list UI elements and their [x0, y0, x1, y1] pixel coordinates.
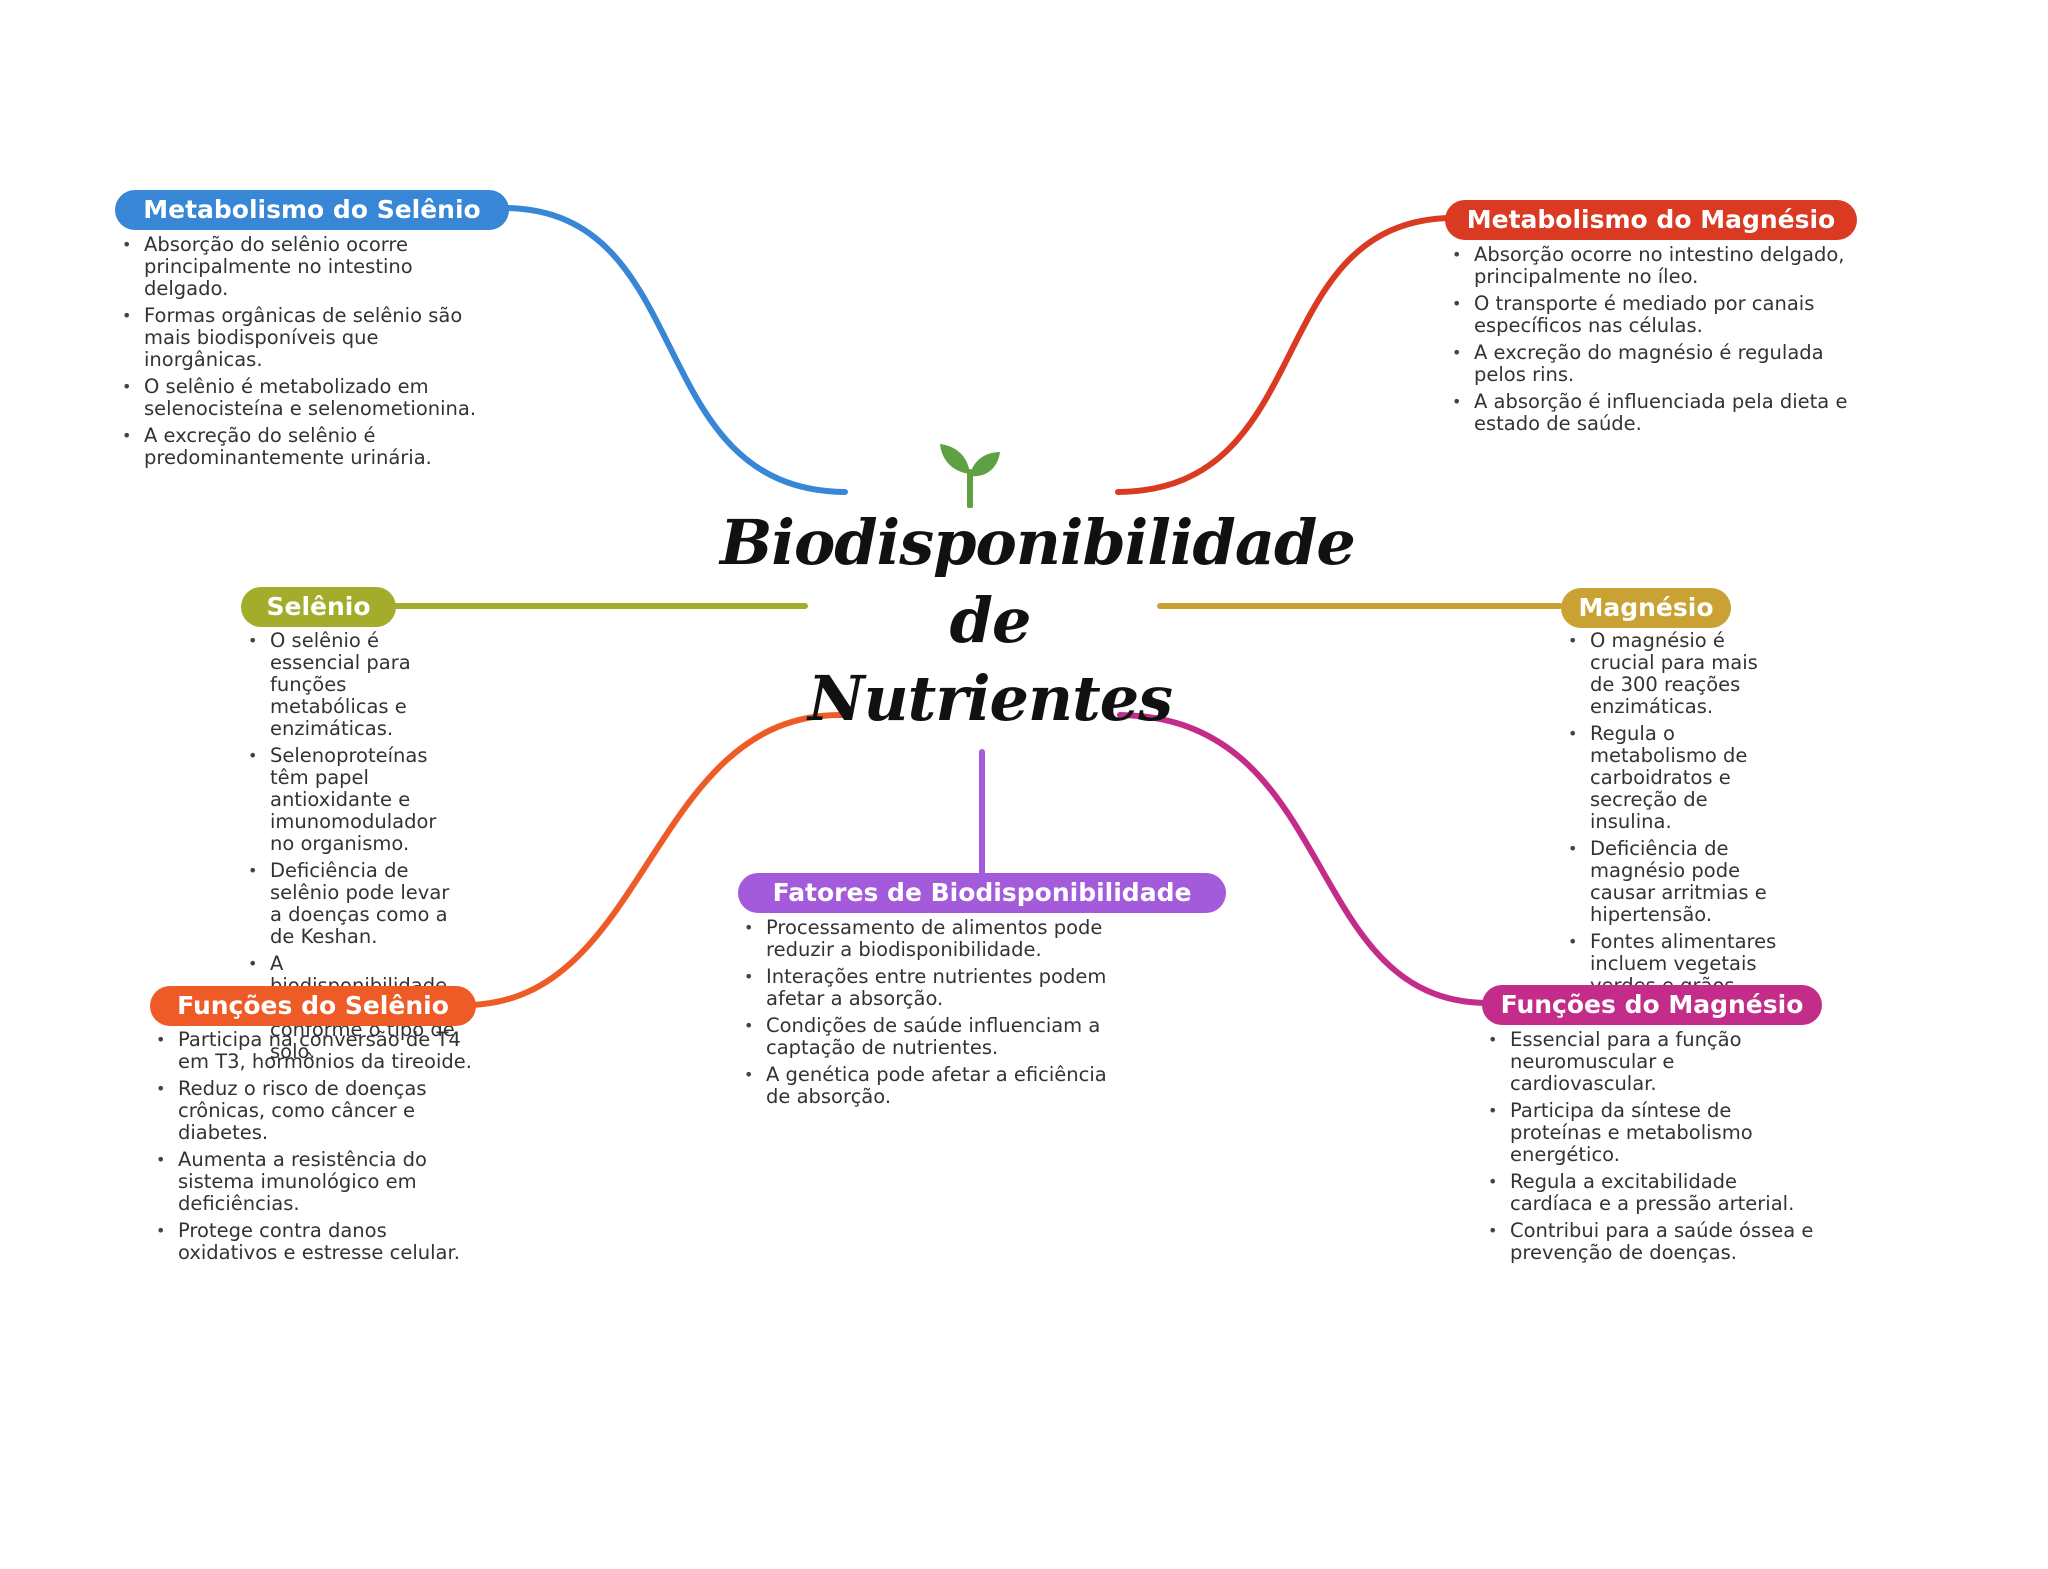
bullet-item: O selênio é metabolizado em selenocisteí… [120, 376, 480, 420]
bullets-fatores: Processamento de alimentos pode reduzir … [742, 917, 1122, 1113]
bullet-item: A excreção do magnésio é regulada pelos … [1450, 342, 1850, 386]
bullets-magnesio: O magnésio é crucial para mais de 300 re… [1566, 630, 1786, 1024]
bullet-item: Interações entre nutrientes podem afetar… [742, 966, 1122, 1010]
bullet-item: O transporte é mediado por canais especí… [1450, 293, 1850, 337]
bullet-item: O magnésio é crucial para mais de 300 re… [1566, 630, 1786, 718]
bullets-funcoes-magnesio: Essencial para a função neuromuscular e … [1486, 1029, 1816, 1269]
node-magnesio[interactable]: Magnésio [1561, 588, 1731, 628]
connector-metabolismo-selenio [502, 205, 848, 495]
bullet-item: Deficiência de selênio pode levar a doen… [246, 860, 466, 948]
bullet-item: Processamento de alimentos pode reduzir … [742, 917, 1122, 961]
bullet-item: Absorção ocorre no intestino delgado, pr… [1450, 244, 1850, 288]
bullet-item: Absorção do selênio ocorre principalment… [120, 234, 480, 300]
bullet-item: Protege contra danos oxidativos e estres… [154, 1220, 474, 1264]
bullet-item: Regula o metabolismo de carboidratos e s… [1566, 723, 1786, 833]
bullet-item: A genética pode afetar a eficiência de a… [742, 1064, 1122, 1108]
bullet-item: Deficiência de magnésio pode causar arri… [1566, 838, 1786, 926]
bullet-item: Condições de saúde influenciam a captaçã… [742, 1015, 1122, 1059]
bullet-item: Reduz o risco de doenças crônicas, como … [154, 1078, 474, 1144]
bullet-item: A excreção do selênio é predominantement… [120, 425, 480, 469]
central-title-line-3: Nutrientes [807, 662, 1173, 735]
sprout-icon [940, 444, 1000, 508]
bullet-item: O selênio é essencial para funções metab… [246, 630, 466, 740]
bullets-metabolismo-selenio: Absorção do selênio ocorre principalment… [120, 234, 480, 474]
bullet-item: Formas orgânicas de selênio são mais bio… [120, 305, 480, 371]
connector-metabolismo-magnesio [1115, 215, 1451, 495]
node-selenio[interactable]: Selênio [241, 587, 396, 627]
bullet-item: Essencial para a função neuromuscular e … [1486, 1029, 1816, 1095]
bullet-item: Contribui para a saúde óssea e prevenção… [1486, 1220, 1816, 1264]
bullet-item: A absorção é influenciada pela dieta e e… [1450, 391, 1850, 435]
node-funcoes-selenio[interactable]: Funções do Selênio [150, 986, 476, 1026]
bullet-item: Regula a excitabilidade cardíaca e a pre… [1486, 1171, 1816, 1215]
bullet-item: Participa na conversão de T4 em T3, horm… [154, 1029, 474, 1073]
node-metabolismo-selenio[interactable]: Metabolismo do Selênio [115, 190, 509, 230]
node-funcoes-magnesio[interactable]: Funções do Magnésio [1482, 985, 1822, 1025]
central-title-line-1: Biodisponibilidade [720, 506, 1356, 579]
bullet-item: Aumenta a resistência do sistema imunoló… [154, 1149, 474, 1215]
bullet-item: Selenoproteínas têm papel antioxidante e… [246, 745, 466, 855]
node-fatores[interactable]: Fatores de Biodisponibilidade [738, 873, 1226, 913]
node-metabolismo-magnesio[interactable]: Metabolismo do Magnésio [1445, 200, 1857, 240]
connector-funcoes-selenio [467, 711, 846, 1008]
connector-funcoes-magnesio [1117, 712, 1488, 1006]
central-title-line-2: de [949, 584, 1032, 657]
bullets-metabolismo-magnesio: Absorção ocorre no intestino delgado, pr… [1450, 244, 1850, 440]
bullet-item: Participa da síntese de proteínas e meta… [1486, 1100, 1816, 1166]
bullets-funcoes-selenio: Participa na conversão de T4 em T3, horm… [154, 1029, 474, 1269]
